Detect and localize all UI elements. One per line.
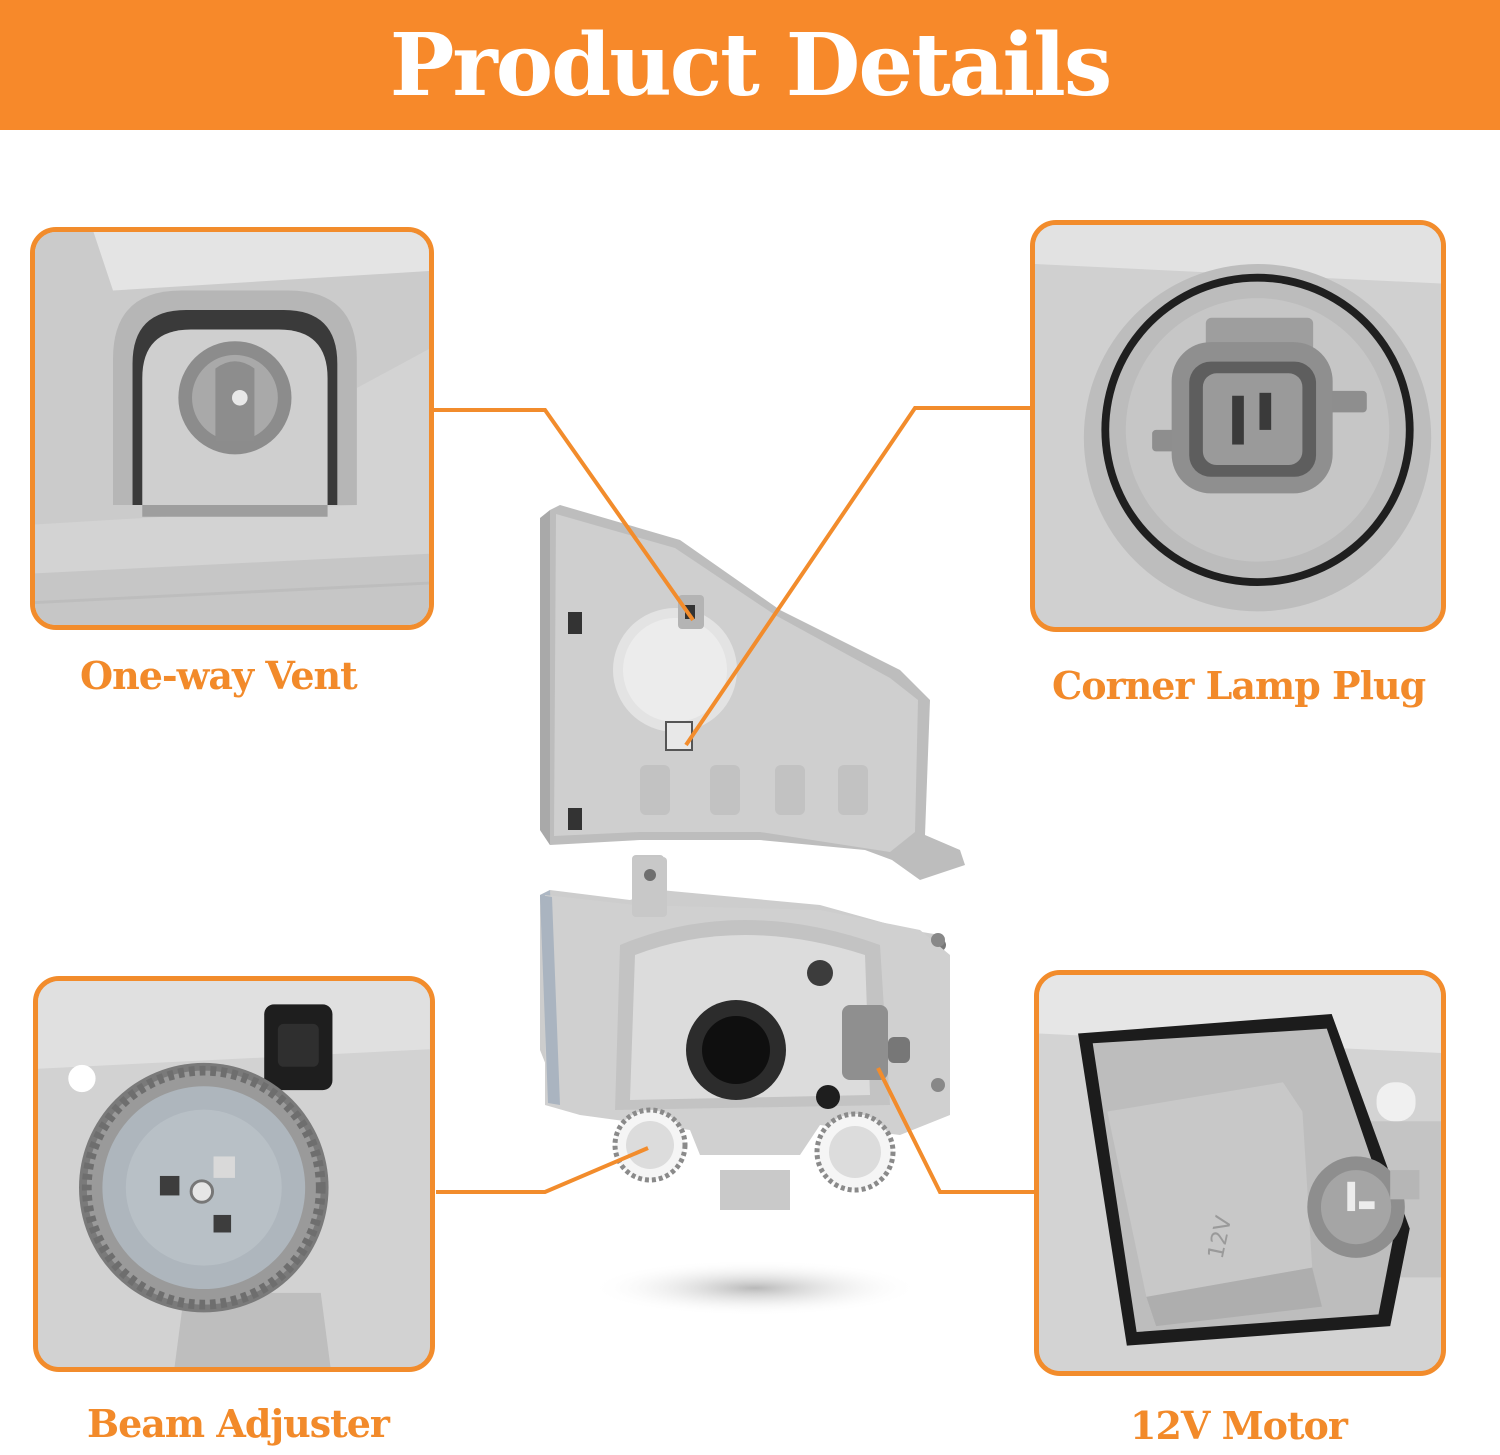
- vent-icon: [35, 232, 429, 625]
- headlamp-lower-image: [540, 857, 950, 1155]
- plug-icon: [1035, 225, 1441, 627]
- header-banner: Product Details: [0, 0, 1500, 130]
- gear-icon: [38, 981, 430, 1367]
- motor-detail-panel: 12V: [1034, 970, 1446, 1376]
- motor-icon: [1039, 975, 1441, 1371]
- product-shadow: [590, 1260, 920, 1316]
- plug-detail-panel: [1030, 220, 1446, 632]
- adjuster-gears-image: [612, 1107, 896, 1210]
- beam-adjuster-panel: [33, 976, 435, 1372]
- plug-caption: Corner Lamp Plug: [1052, 663, 1426, 708]
- motor-caption: 12V Motor: [1130, 1403, 1348, 1448]
- vent-detail-panel: [30, 227, 434, 630]
- vent-caption: One-way Vent: [80, 653, 358, 698]
- beam-adjuster-caption: Beam Adjuster: [87, 1401, 390, 1446]
- page-title: Product Details: [389, 15, 1113, 116]
